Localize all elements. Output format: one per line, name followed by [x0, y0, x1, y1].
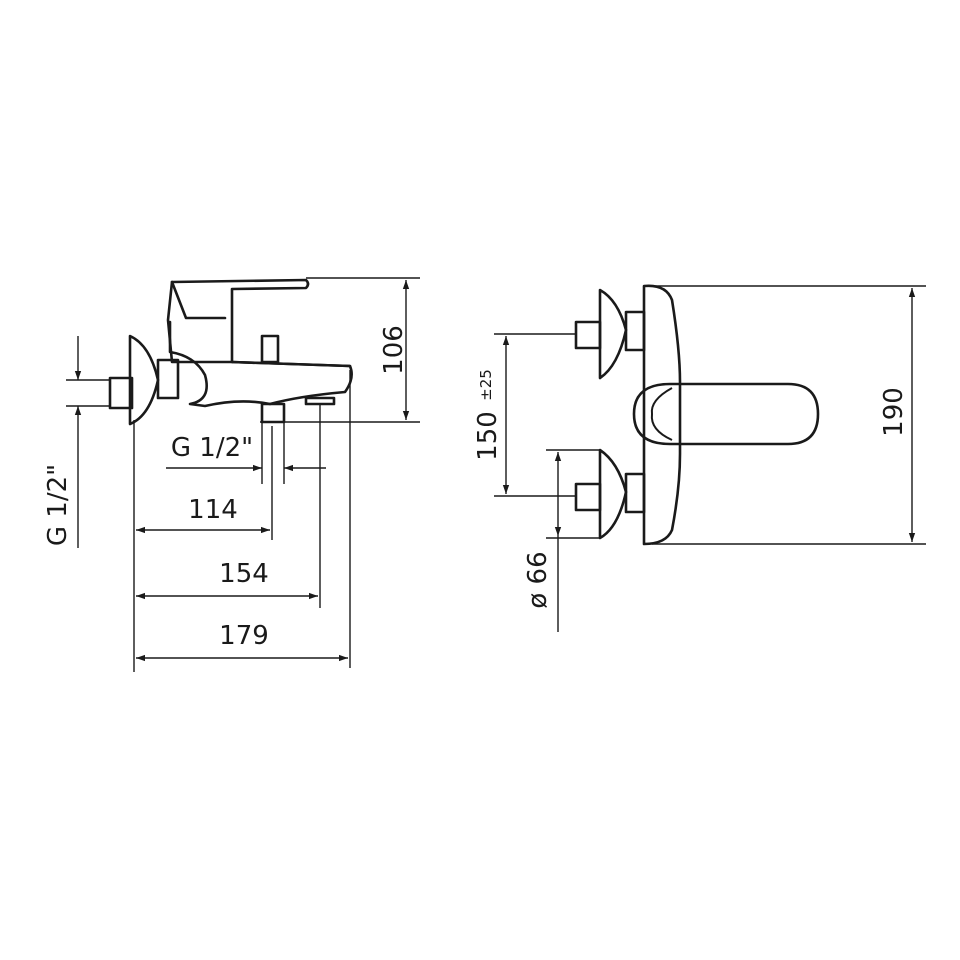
dim-190-label: 190 — [879, 387, 909, 437]
dim-dia-66-label: ø 66 — [523, 551, 553, 608]
dim-154-label: 154 — [219, 559, 269, 589]
lever-handle-side — [166, 278, 310, 364]
thread-outlet-label: G 1/2" — [171, 433, 253, 463]
dim-106-label: 106 — [379, 325, 409, 375]
mixer-body-front — [642, 284, 682, 546]
side-view: 106 114 154 179 G 1/2" G 1/2" — [43, 277, 420, 672]
spout-outlet — [260, 402, 286, 424]
eccentric-connector-top — [598, 288, 628, 380]
front-view: 190 150 ±25 ø 66 — [473, 284, 926, 632]
dim-114-label: 114 — [188, 495, 238, 525]
eccentric-connector-side — [128, 334, 160, 426]
eccentric-connector-bottom — [598, 448, 628, 540]
dim-179-label: 179 — [219, 621, 269, 651]
diverter-knob — [260, 334, 280, 364]
thread-inlet-label: G 1/2" — [43, 464, 73, 546]
dim-150-tolerance-label: ±25 — [477, 369, 495, 401]
dim-150-label: 150 — [473, 411, 503, 461]
mixer-body-side — [168, 320, 353, 408]
lever-handle-front — [632, 382, 820, 446]
